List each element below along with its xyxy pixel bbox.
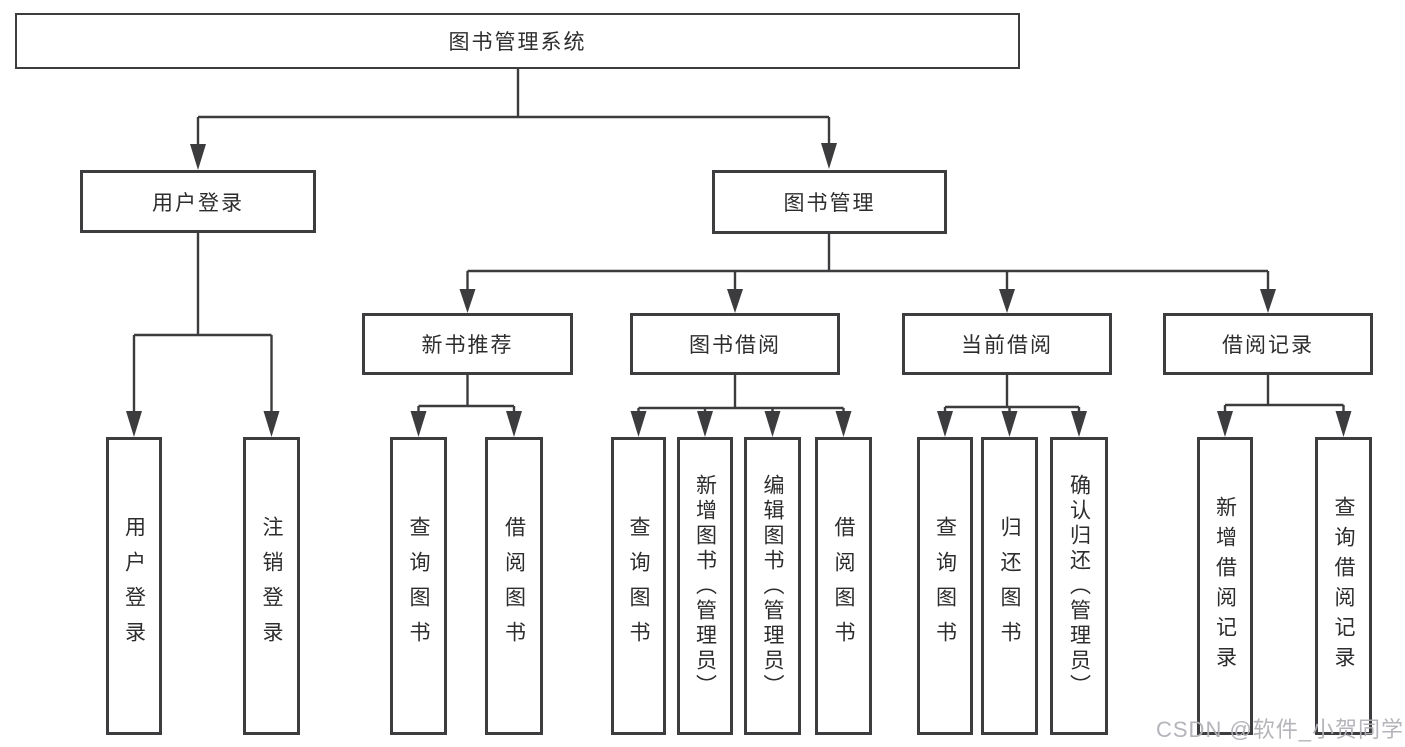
leaf-borrowing-add-books-admin-label: 新增图书（管理员） [693,473,717,699]
leaf-current-confirm-return-admin-label: 确认归还（管理员） [1067,473,1091,699]
leaf-current-return-books: 归还图书 [981,437,1038,735]
node-book-borrowing-label: 图书借阅 [689,334,781,357]
leaf-borrowing-edit-books-admin: 编辑图书（管理员） [744,437,801,735]
leaf-borrowing-borrow-books: 借阅图书 [815,437,872,735]
node-user-login: 用户登录 [80,170,316,233]
leaf-records-query-record-label: 查询借阅记录 [1332,496,1355,676]
leaf-borrowing-add-books-admin: 新增图书（管理员） [677,437,733,735]
node-new-book-recommend: 新书推荐 [362,313,573,375]
leaf-logout: 注销登录 [243,437,300,735]
leaf-user-login-label: 用户登录 [122,516,146,656]
leaf-records-add-record: 新增借阅记录 [1197,437,1253,735]
node-new-book-recommend-label: 新书推荐 [421,334,514,357]
leaf-borrowing-borrow-books-label: 借阅图书 [832,516,855,656]
node-book-management: 图书管理 [712,170,947,234]
leaf-newrec-query-books-label: 查询图书 [407,516,430,656]
leaf-records-add-record-label: 新增借阅记录 [1213,496,1237,676]
node-current-borrowing: 当前借阅 [902,313,1112,375]
leaf-newrec-borrow-books: 借阅图书 [485,437,543,735]
node-root-system: 图书管理系统 [15,13,1020,69]
arrowhead-triangles [126,143,1352,437]
leaf-logout-label: 注销登录 [260,516,283,656]
leaf-borrowing-query-books-label: 查询图书 [627,516,650,656]
node-user-login-label: 用户登录 [152,191,244,215]
node-borrowing-records: 借阅记录 [1163,313,1373,375]
leaf-records-query-record: 查询借阅记录 [1315,437,1372,735]
leaf-newrec-borrow-books-label: 借阅图书 [502,516,526,656]
leaf-current-query-books: 查询图书 [917,437,973,735]
leaf-current-confirm-return-admin: 确认归还（管理员） [1050,437,1108,735]
node-borrowing-records-label: 借阅记录 [1222,334,1314,357]
node-current-borrowing-label: 当前借阅 [961,334,1053,357]
leaf-borrowing-query-books: 查询图书 [611,437,666,735]
node-root-label: 图书管理系统 [448,31,587,54]
node-book-management-label: 图书管理 [783,192,876,215]
leaf-newrec-query-books: 查询图书 [390,437,447,735]
leaf-user-login: 用户登录 [106,437,162,735]
csdn-watermark: CSDN @软件_小贺同学 [1156,717,1405,742]
leaf-current-query-books-label: 查询图书 [933,516,957,656]
leaf-borrowing-edit-books-admin-label: 编辑图书（管理员） [761,473,784,699]
node-book-borrowing: 图书借阅 [630,313,840,375]
leaf-current-return-books-label: 归还图书 [998,516,1021,656]
